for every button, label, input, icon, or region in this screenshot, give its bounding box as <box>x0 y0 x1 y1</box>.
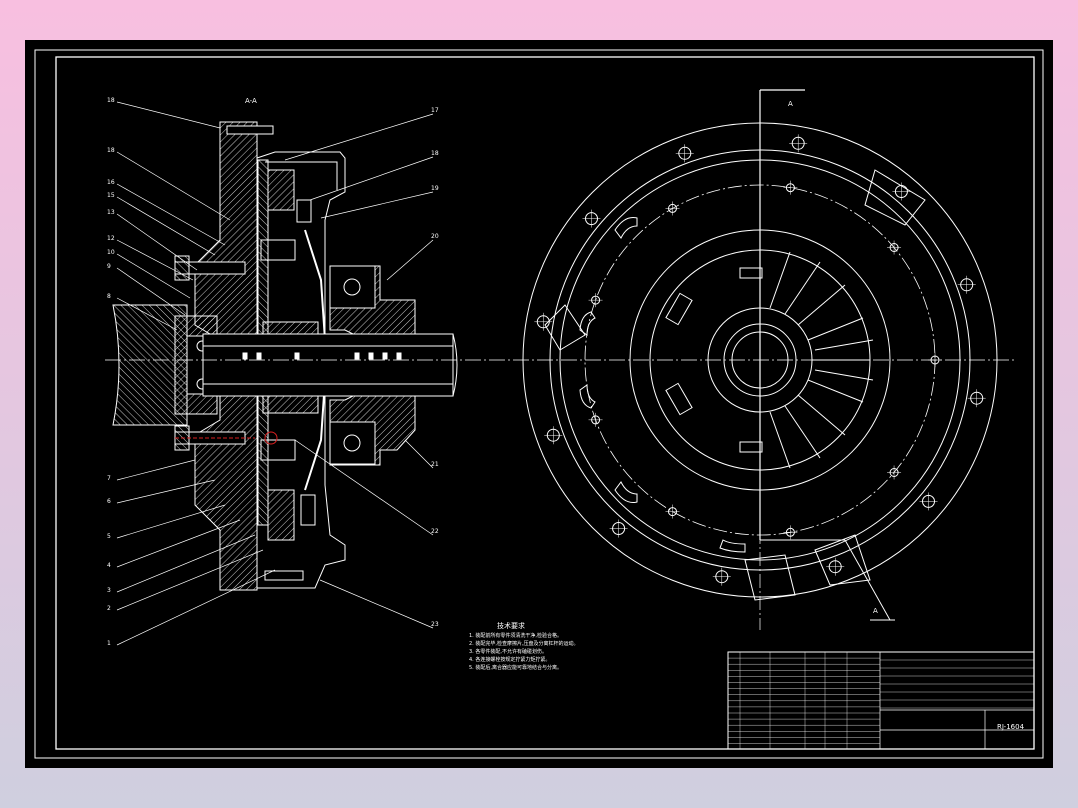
balloon-label: 22 <box>431 528 439 535</box>
inner-frame <box>55 56 1035 750</box>
balloon-label: 20 <box>431 233 439 240</box>
balloon-label: 6 <box>107 498 111 505</box>
mounting-holes <box>534 134 986 586</box>
balloon-label: 2 <box>107 605 111 612</box>
damper-springs <box>665 267 763 453</box>
bearing-ball-upper <box>343 278 361 296</box>
note-line: 3. 各零件装配,不允许有磕碰划伤。 <box>469 648 547 655</box>
view-label-bottom: A <box>873 607 878 615</box>
note-line: 2. 装配完毕,检查摩擦片,压盘及分离杠杆的运动。 <box>469 640 579 647</box>
balloon-labels-right: 17 18 19 20 21 22 23 <box>431 107 439 628</box>
title-block: RJ-1604 <box>727 651 1035 750</box>
balloon-label: 16 <box>107 179 115 186</box>
pressure-plate-upper <box>267 169 295 211</box>
input-shaft <box>202 333 454 397</box>
balloon-label: 18 <box>107 147 115 154</box>
leaders-left <box>116 101 276 646</box>
balloon-label: 23 <box>431 621 439 628</box>
balloon-label: 19 <box>431 185 439 192</box>
note-line: 5. 装配后,离合器应能可靠地结合与分离。 <box>469 664 562 671</box>
section-view: A-A <box>105 97 1015 646</box>
front-view: A A <box>522 89 998 630</box>
note-line: 1. 装配前所有零件须清洗干净,检验合格。 <box>469 632 562 639</box>
bearing-ball-lower <box>343 434 361 452</box>
balloon-label: 12 <box>107 235 115 242</box>
note-line: 4. 各连接螺栓按规定拧紧力矩拧紧。 <box>469 656 550 663</box>
balloon-label: 13 <box>107 209 115 216</box>
drawing-sheet: A-A <box>25 40 1053 768</box>
balloon-label: 1 <box>107 640 111 647</box>
pressure-plate-lower <box>267 489 295 541</box>
notes-title: 技术要求 <box>497 621 525 630</box>
balloon-label: 17 <box>431 107 439 114</box>
cad-drawing: A-A <box>34 49 1044 759</box>
balloon-label: 21 <box>431 461 439 468</box>
balloon-label: 5 <box>107 533 111 540</box>
balloon-label: 4 <box>107 562 111 569</box>
spring-fingers <box>769 251 874 469</box>
slots <box>579 217 746 553</box>
section-label: A-A <box>245 97 257 105</box>
leaders-right <box>284 113 434 629</box>
drawing-number: RJ-1604 <box>997 723 1025 731</box>
technical-notes: 技术要求 1. 装配前所有零件须清洗干净,检验合格。 2. 装配完毕,检查摩擦片… <box>469 621 579 671</box>
balloon-label: 10 <box>107 249 115 256</box>
balloon-labels-left: 18 18 16 15 13 12 10 9 8 7 6 5 4 3 2 1 <box>107 97 115 647</box>
balloon-label: 3 <box>107 587 111 594</box>
diaphragm-spring <box>304 229 326 491</box>
crankshaft-section <box>112 304 188 426</box>
balloon-label: 9 <box>107 263 111 270</box>
balloon-label: 7 <box>107 475 111 482</box>
parts-list <box>728 652 1034 749</box>
spline-marks <box>242 352 402 360</box>
outer-frame <box>34 49 1044 759</box>
disc-hub-lower <box>262 394 319 414</box>
view-label-top: A <box>788 100 793 108</box>
cover-lugs <box>544 169 926 601</box>
balloon-label: 18 <box>107 97 115 104</box>
balloon-label: 18 <box>431 150 439 157</box>
balloon-label: 15 <box>107 192 115 199</box>
balloon-label: 8 <box>107 293 111 300</box>
